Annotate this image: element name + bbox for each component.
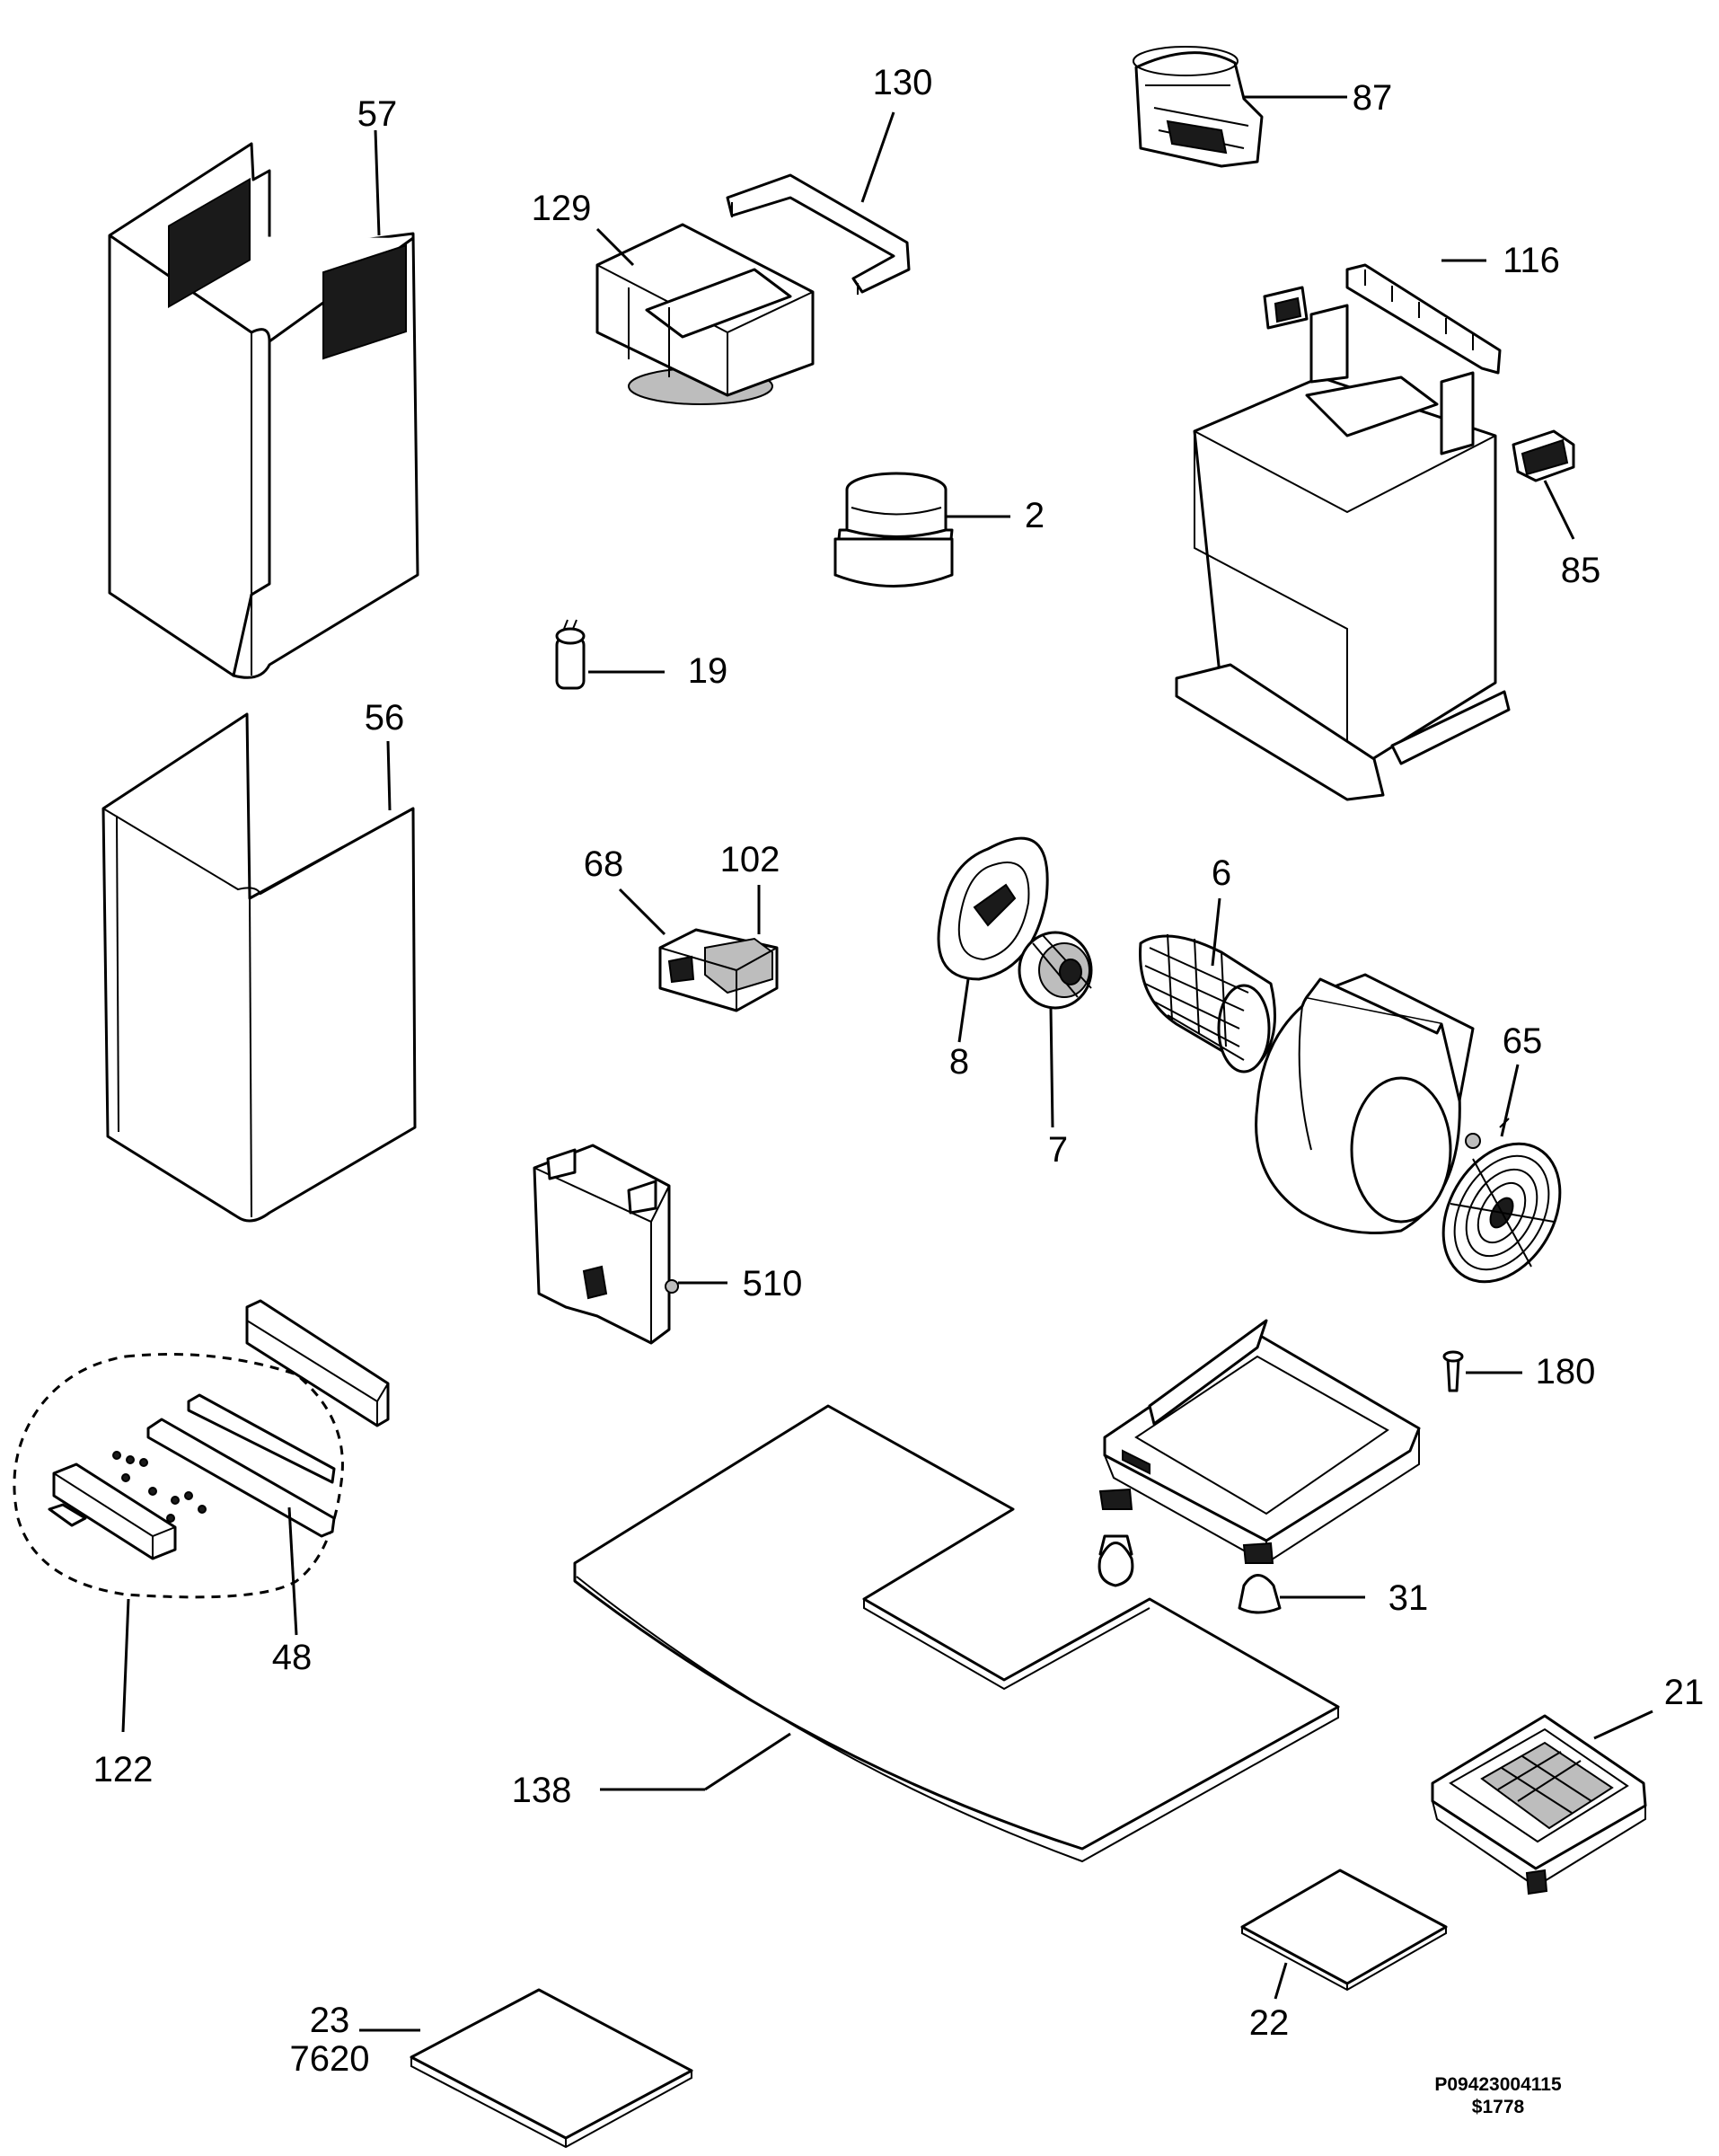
drawing-number: P09423004115 [1434, 2074, 1562, 2095]
label-122: 122 [93, 1750, 154, 1789]
part-57-upper-chimney[interactable] [108, 142, 419, 679]
label-2: 2 [1025, 496, 1045, 535]
label-65: 65 [1503, 1021, 1543, 1061]
label-180: 180 [1536, 1352, 1596, 1392]
label-138: 138 [512, 1771, 572, 1810]
label-102: 102 [720, 840, 780, 879]
part-130-bracket[interactable] [726, 173, 911, 295]
motor-housing-frame[interactable] [1175, 304, 1511, 801]
label-22: 22 [1249, 2003, 1290, 2043]
label-129: 129 [532, 189, 592, 228]
part-48-light-rail[interactable] [245, 1299, 390, 1427]
part-87-air-outlet[interactable] [1133, 46, 1264, 168]
part-23-7620-filter-panel[interactable] [410, 1988, 693, 2149]
label-8: 8 [949, 1042, 969, 1082]
part-116-rail[interactable] [1263, 263, 1502, 375]
label-56: 56 [365, 698, 405, 738]
label-87: 87 [1353, 78, 1393, 118]
label-23: 23 [310, 2001, 350, 2040]
label-510: 510 [743, 1264, 803, 1303]
part-65-fan-grille[interactable] [1420, 1118, 1583, 1303]
part-8-motor-plate[interactable] [937, 836, 1049, 981]
filter-frame[interactable] [1103, 1319, 1421, 1565]
part-122-lighting-kit[interactable] [13, 1353, 344, 1599]
part-138-glass-panel[interactable] [573, 1404, 1340, 1863]
part-510-control-box[interactable] [533, 1144, 679, 1345]
label-21: 21 [1664, 1673, 1705, 1712]
part-7-motor[interactable] [1018, 931, 1093, 1010]
label-7620: 7620 [290, 2039, 370, 2079]
part-19-capacitor[interactable] [555, 619, 586, 690]
label-31: 31 [1388, 1578, 1429, 1618]
part-180-screw[interactable] [1442, 1350, 1464, 1392]
drawing-code: $1778 [1472, 2097, 1525, 2117]
part-6-blower-wheel[interactable] [1139, 933, 1276, 1074]
part-56-lower-chimney[interactable] [101, 712, 417, 1223]
part-129-duct-adapter[interactable] [595, 223, 815, 405]
label-130: 130 [873, 63, 933, 102]
label-57: 57 [357, 94, 398, 134]
part-85-bracket[interactable] [1512, 429, 1575, 482]
label-6: 6 [1212, 853, 1231, 893]
label-116: 116 [1503, 241, 1560, 280]
part-22-carbon-filter[interactable] [1240, 1869, 1448, 1992]
part-31-bulbs[interactable] [1098, 1488, 1282, 1614]
label-68: 68 [584, 844, 624, 884]
label-48: 48 [272, 1638, 313, 1677]
part-21-grease-filter[interactable] [1431, 1714, 1647, 1895]
blower-housing[interactable] [1255, 973, 1475, 1234]
label-19: 19 [688, 651, 728, 691]
part-2-collar[interactable] [833, 472, 954, 588]
part-68-102-transformer[interactable] [658, 928, 779, 1012]
label-7: 7 [1048, 1130, 1068, 1170]
label-85: 85 [1561, 551, 1601, 590]
